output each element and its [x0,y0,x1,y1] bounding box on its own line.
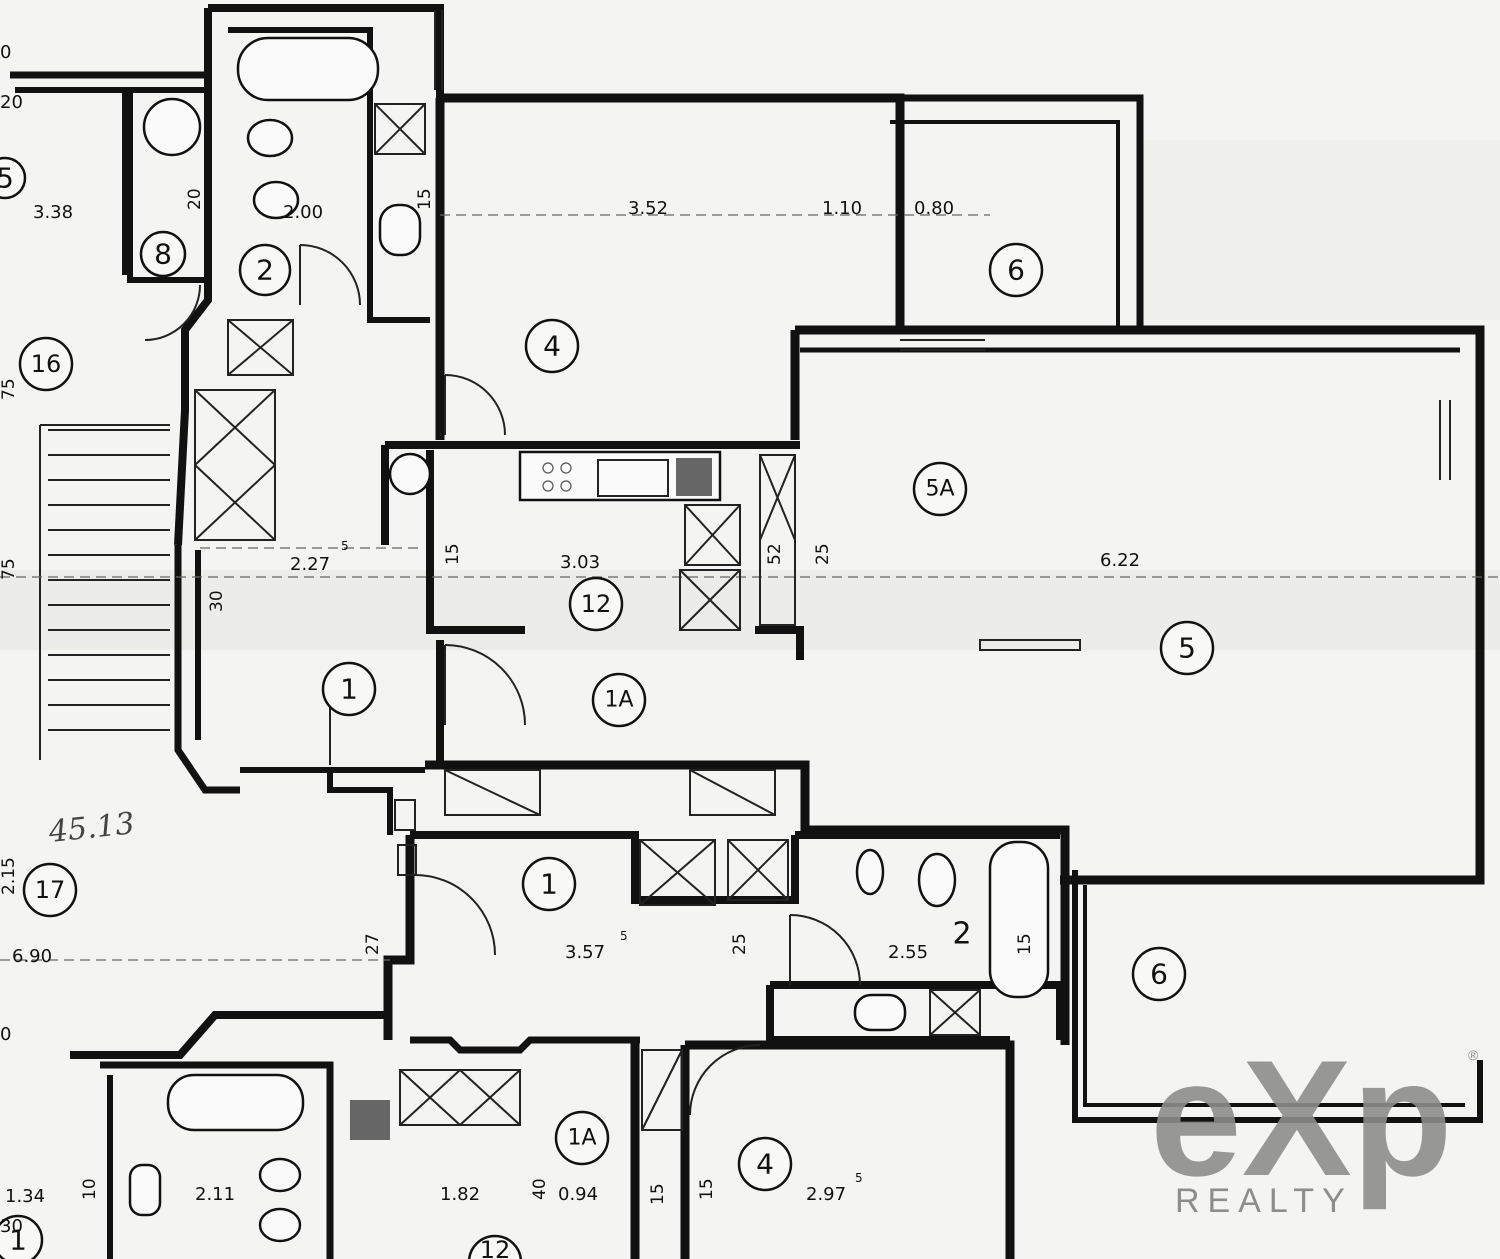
room-label: 8 [139,230,187,278]
handwritten-area-note: 45.13 [46,806,136,850]
dimension-small: 15 [648,1183,668,1205]
room-label: 5A [912,461,968,517]
dimension: 3.57 [565,942,605,963]
bathroom-label: 2 [952,917,971,952]
svg-text:8: 8 [154,238,172,271]
svg-text:4: 4 [543,330,561,363]
logo-registered-mark: ® [1468,1047,1479,1063]
dimension: 1.34 [5,1186,45,1207]
dimension-small: 25 [813,543,833,565]
dimension-small: 15 [415,188,435,210]
svg-text:5A: 5A [925,477,954,502]
svg-text:5: 5 [0,162,14,195]
room-label: 1A [591,672,647,728]
room-label: 4 [737,1136,793,1192]
svg-text:12: 12 [581,590,612,618]
room-label: 1A [554,1110,610,1166]
dimension-small: 75 [0,378,19,400]
room-label: 2 [238,243,292,297]
walls [10,4,1485,1259]
dimension: 3.03 [560,552,600,573]
dimension-small: 10 [80,1178,100,1200]
room-label: 1 [321,661,377,717]
dimension-small: 15 [443,543,463,565]
dimension: 0.80 [914,198,954,219]
logo-main: eXp [1150,1026,1453,1210]
svg-text:1: 1 [540,868,558,901]
svg-text:1A: 1A [567,1126,596,1151]
dimension-small: 15 [1015,933,1035,955]
room-label: 4 [524,318,580,374]
svg-text:12: 12 [480,1236,511,1259]
room-label: 1 [0,1214,44,1259]
room-label: 6 [1131,946,1187,1002]
dimension: 6.22 [1100,550,1140,571]
room-label: 12 [568,576,624,632]
dimension-small: 25 [730,933,750,955]
room-label: 17 [22,862,78,918]
dimension-small: 27 [363,933,383,955]
exp-realty-logo: eXp REALTY ® [1150,1026,1479,1220]
dimension: 2.27 [290,554,330,575]
room-label: 6 [988,242,1044,298]
dimension-small: 75 [0,558,19,580]
svg-text:16: 16 [31,350,62,378]
room-labels: 5 8 2 16 4 6 5A 12 1 1A 5 17 1 6 1A 4 1 … [0,156,1215,1259]
svg-text:1: 1 [340,673,358,706]
svg-text:1A: 1A [604,688,633,713]
svg-text:4: 4 [756,1148,774,1181]
dimension-superscript: 5 [341,539,349,553]
dimension-small: 2.15 [0,857,19,895]
dimension-small: 52 [765,543,785,565]
svg-text:1: 1 [9,1224,27,1257]
room-label: 5 [1159,620,1215,676]
dimension: 2.55 [888,942,928,963]
dimension: 2.11 [195,1184,235,1205]
dimension: 1.82 [440,1184,480,1205]
svg-text:17: 17 [35,876,66,904]
dimension-small: 40 [530,1178,550,1200]
dimension: 3.52 [628,198,668,219]
svg-text:5: 5 [1178,632,1196,665]
dimension: 3.38 [33,202,73,223]
dimension-small: 15 [697,1178,717,1200]
room-label: 16 [18,336,74,392]
svg-text:6: 6 [1150,958,1168,991]
svg-text:6: 6 [1007,254,1025,287]
dimension: 2.00 [283,202,323,223]
doors-and-windows [0,10,1500,1116]
edge-digit: 20 [0,92,23,113]
dimension-small: 30 [207,590,227,612]
dimension: 0.94 [558,1184,598,1205]
edge-digit: 0 [0,42,11,63]
dimension-small: 20 [185,188,205,210]
dimension-labels: 3.38 2.00 3.52 1.10 0.80 2.27 3.03 6.22 … [0,42,1140,1237]
dimension: 6.90 [12,946,52,967]
dimension: 1.10 [822,198,862,219]
room-label: 12 [467,1234,523,1259]
dimension-superscript: 5 [620,929,628,943]
room-label: 5 [0,156,27,200]
svg-text:2: 2 [256,254,274,287]
dimension: 2.97 [806,1184,846,1205]
dimension-superscript: 5 [855,1171,863,1185]
edge-digit: 30 [0,1216,23,1237]
fixtures [128,36,1050,1243]
edge-digit: 0 [0,1024,11,1045]
logo-sub: REALTY [1175,1182,1353,1220]
room-label: 1 [521,856,577,912]
